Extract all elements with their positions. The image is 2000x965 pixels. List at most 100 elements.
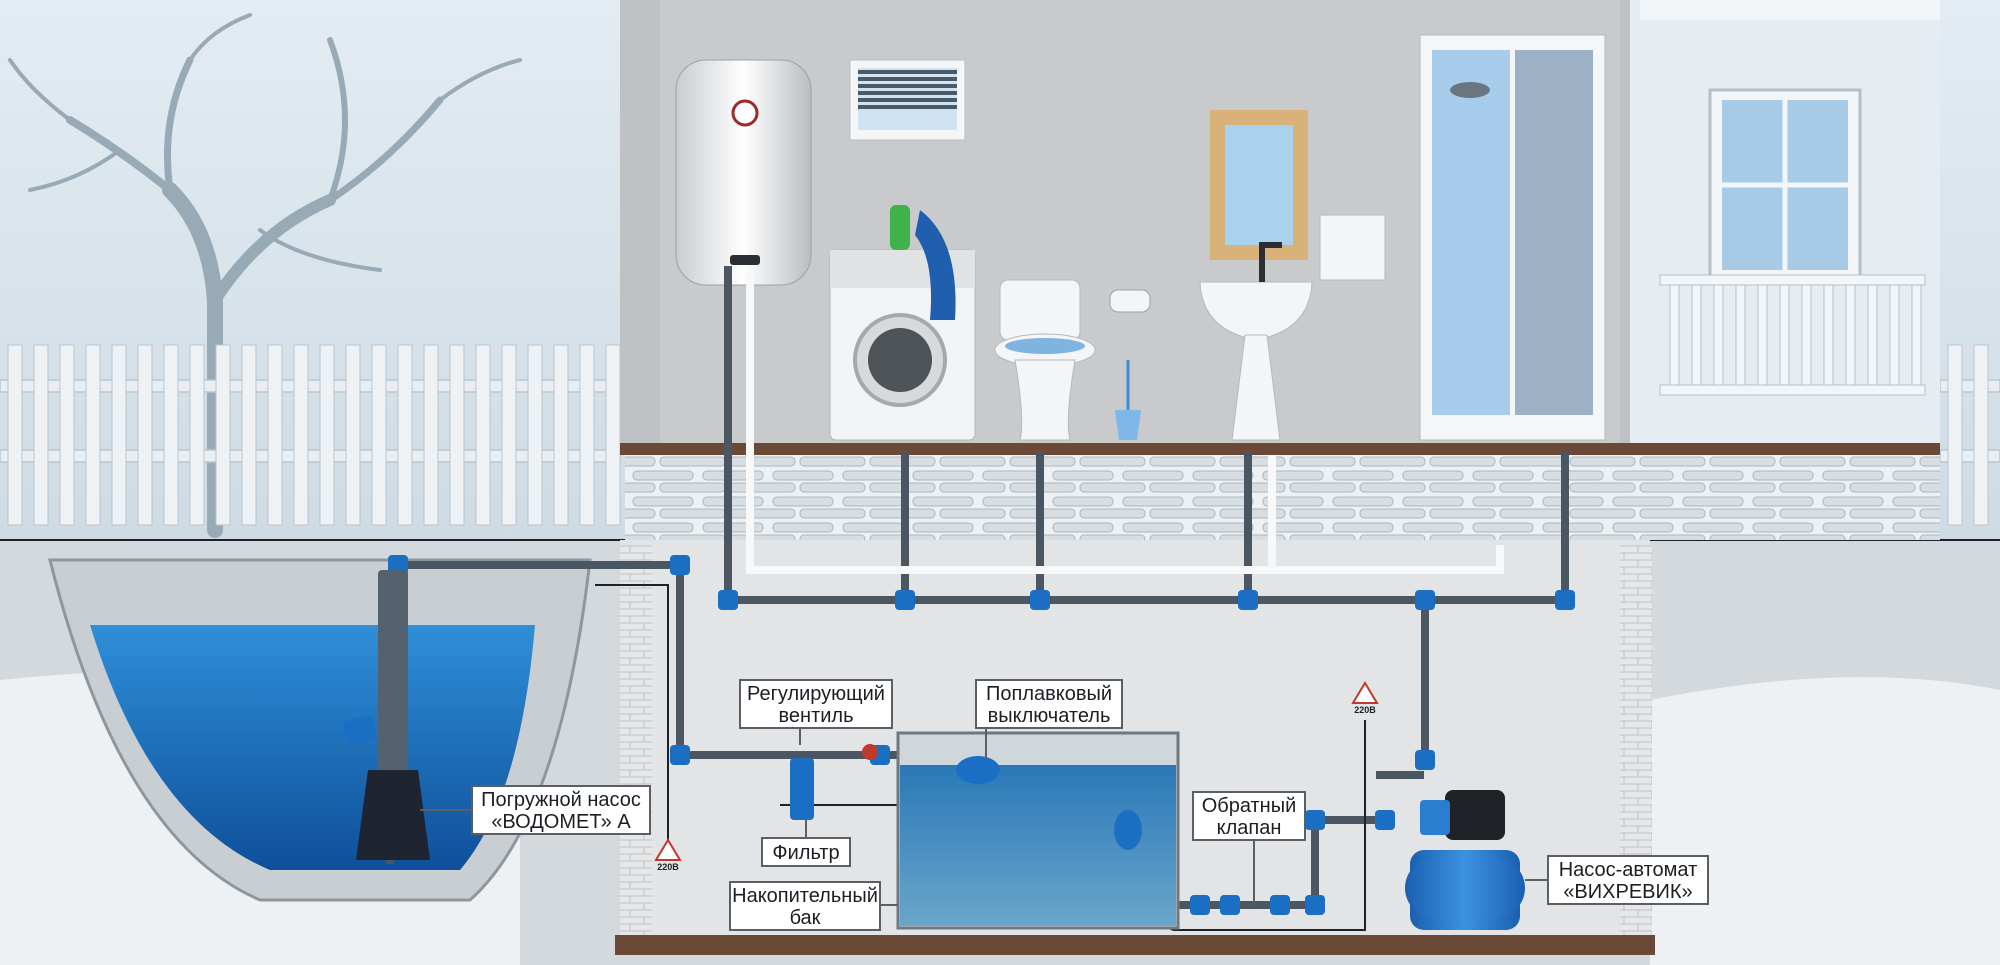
- callout-filter-text: Фильтр: [772, 842, 839, 864]
- fence-picket: [501, 344, 517, 526]
- tree-silhouette: [8, 13, 522, 538]
- house-floor: [620, 443, 1940, 455]
- porch-railing: [1659, 274, 1926, 396]
- fence-picket: [449, 344, 465, 526]
- fence-picket: [1973, 344, 1989, 526]
- toilet-brush: [1115, 360, 1141, 440]
- fence-picket: [137, 344, 153, 526]
- porch-baluster: [1867, 284, 1878, 386]
- fence-picket: [475, 344, 491, 526]
- float-switch-2: [1114, 810, 1142, 850]
- bathroom-shelf: [1319, 214, 1386, 281]
- fence-picket: [579, 344, 595, 526]
- fence-picket: [85, 344, 101, 526]
- basement-wall-left: [620, 545, 652, 940]
- callout-pump: Погружной насос «ВОДОМЕТ» А: [420, 785, 651, 835]
- window-blinds: [849, 59, 966, 141]
- fence-picket: [1947, 344, 1963, 526]
- pipe-fitting: [1238, 590, 1258, 610]
- washing-machine: [829, 205, 976, 441]
- fence-picket: [527, 344, 543, 526]
- callout-valve-line1: Регулирующий: [747, 683, 885, 705]
- callout-check-valve: Обратный клапан: [1192, 791, 1306, 905]
- pipe-fitting: [1375, 810, 1395, 830]
- fence-picket: [189, 344, 205, 526]
- fence-picket: [163, 344, 179, 526]
- voltage-badge-station-text: 220В: [1354, 705, 1376, 715]
- pipe-fitting: [1270, 895, 1290, 915]
- fence-picket: [345, 344, 361, 526]
- voltage-badge-station: 220В: [1351, 681, 1379, 715]
- callout-float-switch: Поплавковый выключатель: [975, 679, 1123, 760]
- callout-pump-station-line1: Насос-автомат: [1559, 859, 1698, 881]
- callout-pump-station-line2: «ВИХРЕВИК»: [1563, 881, 1692, 903]
- pipe-fitting: [718, 590, 738, 610]
- pump-station: [1405, 790, 1525, 930]
- callout-pump-line2: «ВОДОМЕТ» А: [491, 811, 631, 833]
- callout-float-switch-line1: Поплавковый: [986, 683, 1112, 705]
- porch-baluster: [1669, 284, 1680, 386]
- fence-picket: [319, 344, 335, 526]
- porch-baluster: [1713, 284, 1724, 386]
- fence-picket: [241, 344, 257, 526]
- callout-float-switch-line2: выключатель: [988, 705, 1111, 727]
- fence-picket: [59, 344, 75, 526]
- float-switch-1: [956, 756, 1000, 784]
- pipe-fitting: [1415, 590, 1435, 610]
- submersible-pump: [343, 570, 430, 860]
- shower-cabin: [1419, 34, 1606, 441]
- callout-valve: Регулирующий вентиль: [739, 679, 893, 745]
- callout-pump-station: Насос-автомат «ВИХРЕВИК»: [1525, 855, 1709, 905]
- callout-valve-line2: вентиль: [779, 705, 854, 727]
- voltage-badge-pump: 220В: [654, 838, 682, 872]
- snow-right: [1650, 677, 2000, 965]
- porch-baluster: [1801, 284, 1812, 386]
- pipe-fitting: [1190, 895, 1210, 915]
- pipe-fitting: [1305, 810, 1325, 830]
- porch-baluster: [1845, 284, 1856, 386]
- pipe-fitting: [670, 745, 690, 765]
- pipe-fitting: [1305, 895, 1325, 915]
- porch-baluster: [1691, 284, 1702, 386]
- filter: [790, 744, 878, 820]
- drain-pipes: [746, 270, 1504, 574]
- porch-baluster: [1911, 284, 1922, 386]
- water-heater: [675, 59, 812, 286]
- callout-check-valve-line1: Обратный: [1202, 795, 1297, 817]
- washbasin: [1199, 242, 1313, 441]
- fence-picket: [293, 344, 309, 526]
- basement-floor: [615, 935, 1655, 955]
- callout-filter: Фильтр: [761, 820, 851, 867]
- fence-picket: [605, 344, 621, 526]
- callout-pump-line1: Погружной насос: [481, 789, 641, 811]
- porch-baluster: [1735, 284, 1746, 386]
- porch-baluster: [1779, 284, 1790, 386]
- fence-picket: [215, 344, 231, 526]
- fence-picket: [371, 344, 387, 526]
- fence-picket: [7, 344, 23, 526]
- fence-picket: [111, 344, 127, 526]
- callout-tank-line2: бак: [790, 907, 821, 929]
- mirror: [1210, 110, 1308, 260]
- toilet: [994, 279, 1096, 441]
- pipe-fittings: [388, 555, 1575, 915]
- fence-picket: [423, 344, 439, 526]
- fence-picket: [553, 344, 569, 526]
- pipe-fitting: [670, 555, 690, 575]
- pipe-fitting: [1555, 590, 1575, 610]
- fence-picket: [267, 344, 283, 526]
- toilet-paper: [1109, 289, 1151, 313]
- fence-picket: [33, 344, 49, 526]
- porch-balusters: [1669, 284, 1922, 386]
- voltage-badge-pump-text: 220В: [657, 862, 679, 872]
- callout-tank-line1: Накопительный: [732, 885, 878, 907]
- well-water: [90, 625, 535, 870]
- porch-baluster: [1823, 284, 1834, 386]
- porch-baluster: [1757, 284, 1768, 386]
- porch-baluster: [1889, 284, 1900, 386]
- fence-picket: [397, 344, 413, 526]
- pipe-fitting: [1030, 590, 1050, 610]
- callout-check-valve-line2: клапан: [1217, 817, 1282, 839]
